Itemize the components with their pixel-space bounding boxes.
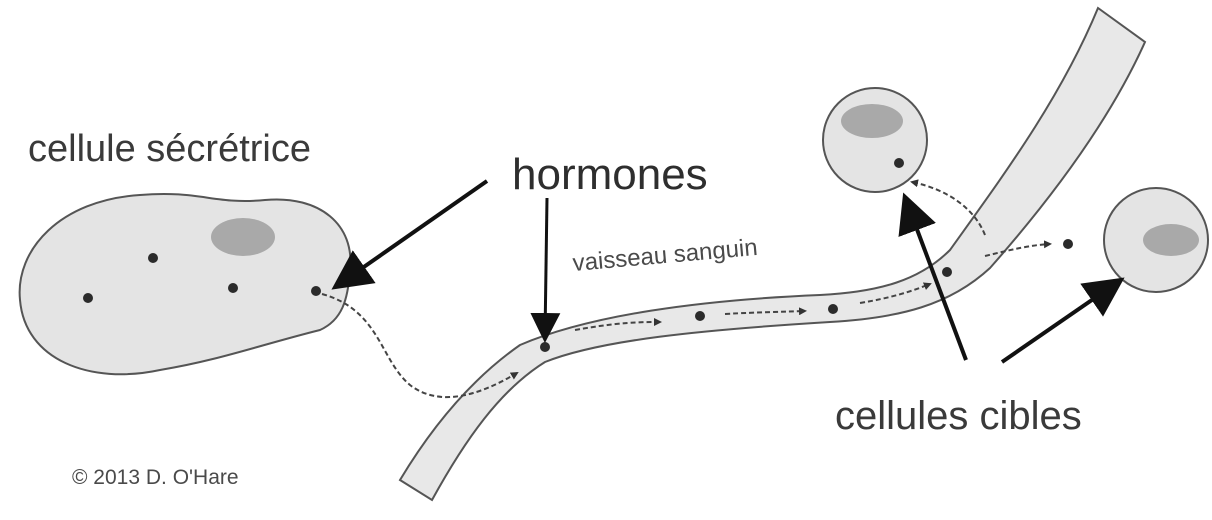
secretory-cell-label: cellule sécrétrice (28, 128, 311, 171)
secretory-cell-nucleus (211, 218, 275, 256)
hormones-label: hormones (512, 150, 708, 200)
copyright-notice: © 2013 D. O'Hare (72, 466, 239, 490)
secretory-cell (20, 194, 351, 374)
hormone-dot (695, 311, 705, 321)
target-cell-upper-nucleus (841, 104, 903, 138)
target-arrow-right (1002, 282, 1118, 362)
hormone-dot (942, 267, 952, 277)
hormone-dot (148, 253, 158, 263)
hormone-dot (311, 286, 321, 296)
target-cells-label: cellules cibles (835, 394, 1082, 439)
hormone-dot (228, 283, 238, 293)
hormone-dot (1063, 239, 1073, 249)
hormone-dot (83, 293, 93, 303)
hormone-vessel-arrow (545, 198, 547, 337)
target-cell-upper (823, 88, 927, 192)
hormone-dot (540, 342, 550, 352)
hormone-dot (828, 304, 838, 314)
target-cell-right-nucleus (1143, 224, 1199, 256)
hormone-dot (894, 158, 904, 168)
hormone-label-arrow (338, 181, 487, 285)
